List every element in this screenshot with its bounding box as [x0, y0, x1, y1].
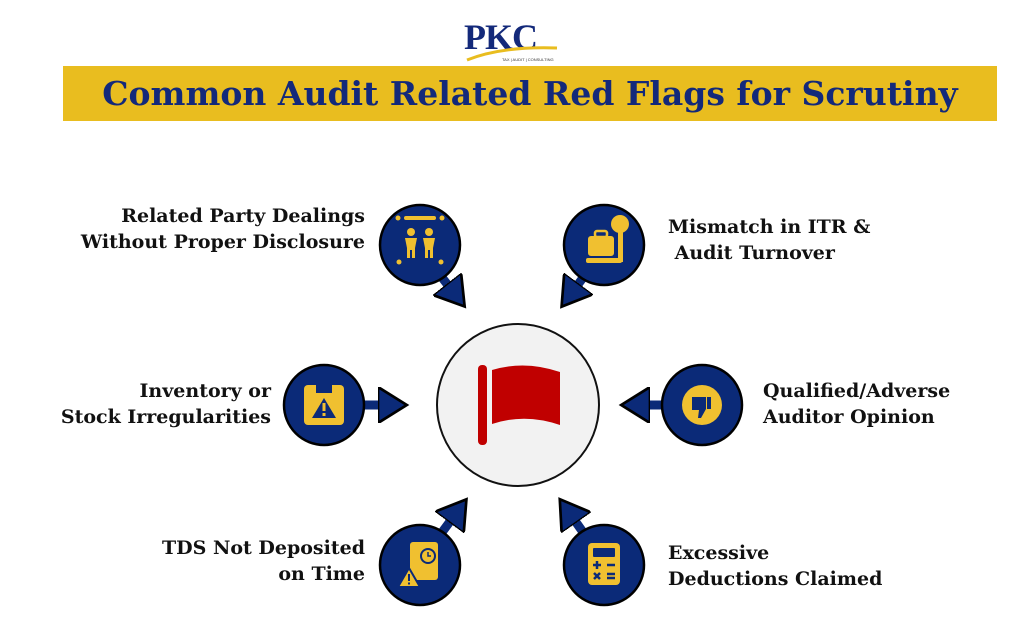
label-deductions: Excessive Deductions Claimed [668, 542, 883, 590]
shape [360, 272, 666, 538]
label-inventory: Inventory or Stock Irregularities [60, 380, 271, 428]
red-flag-icon [478, 365, 560, 445]
document-clock-warning-icon [396, 542, 438, 588]
scale-icon [586, 215, 629, 263]
label-mismatch: Mismatch in ITR & Audit Turnover [668, 216, 871, 264]
icon-circle [407, 228, 415, 236]
people-icon [395, 215, 445, 265]
thumbs-down-icon [682, 385, 722, 425]
icon-circle [439, 215, 445, 221]
icon-circle [396, 259, 402, 265]
logo-swoosh [466, 46, 558, 62]
label-related-party: Related Party Dealings Without Proper Di… [80, 205, 365, 253]
icon-circle [378, 203, 462, 287]
logo: PKC TAX | AUDIT | CONSULTING [462, 16, 562, 66]
label-tds: TDS Not Deposited on Time [162, 537, 365, 585]
page-title: Common Audit Related Red Flags for Scrut… [102, 74, 958, 113]
box-warning-icon [304, 385, 344, 425]
shape [304, 215, 722, 588]
logo-tagline: TAX | AUDIT | CONSULTING [502, 57, 554, 62]
icon-circle [395, 215, 401, 221]
icon-circle [438, 259, 444, 265]
icon-circle [425, 228, 433, 236]
center-circle [436, 323, 600, 487]
title-banner: Common Audit Related Red Flags for Scrut… [63, 66, 997, 121]
icon-circle [611, 215, 629, 233]
label-opinion: Qualified/Adverse Auditor Opinion [763, 380, 951, 428]
shape [593, 561, 615, 580]
arrow-tds [440, 508, 460, 538]
calculator-icon [588, 543, 620, 585]
